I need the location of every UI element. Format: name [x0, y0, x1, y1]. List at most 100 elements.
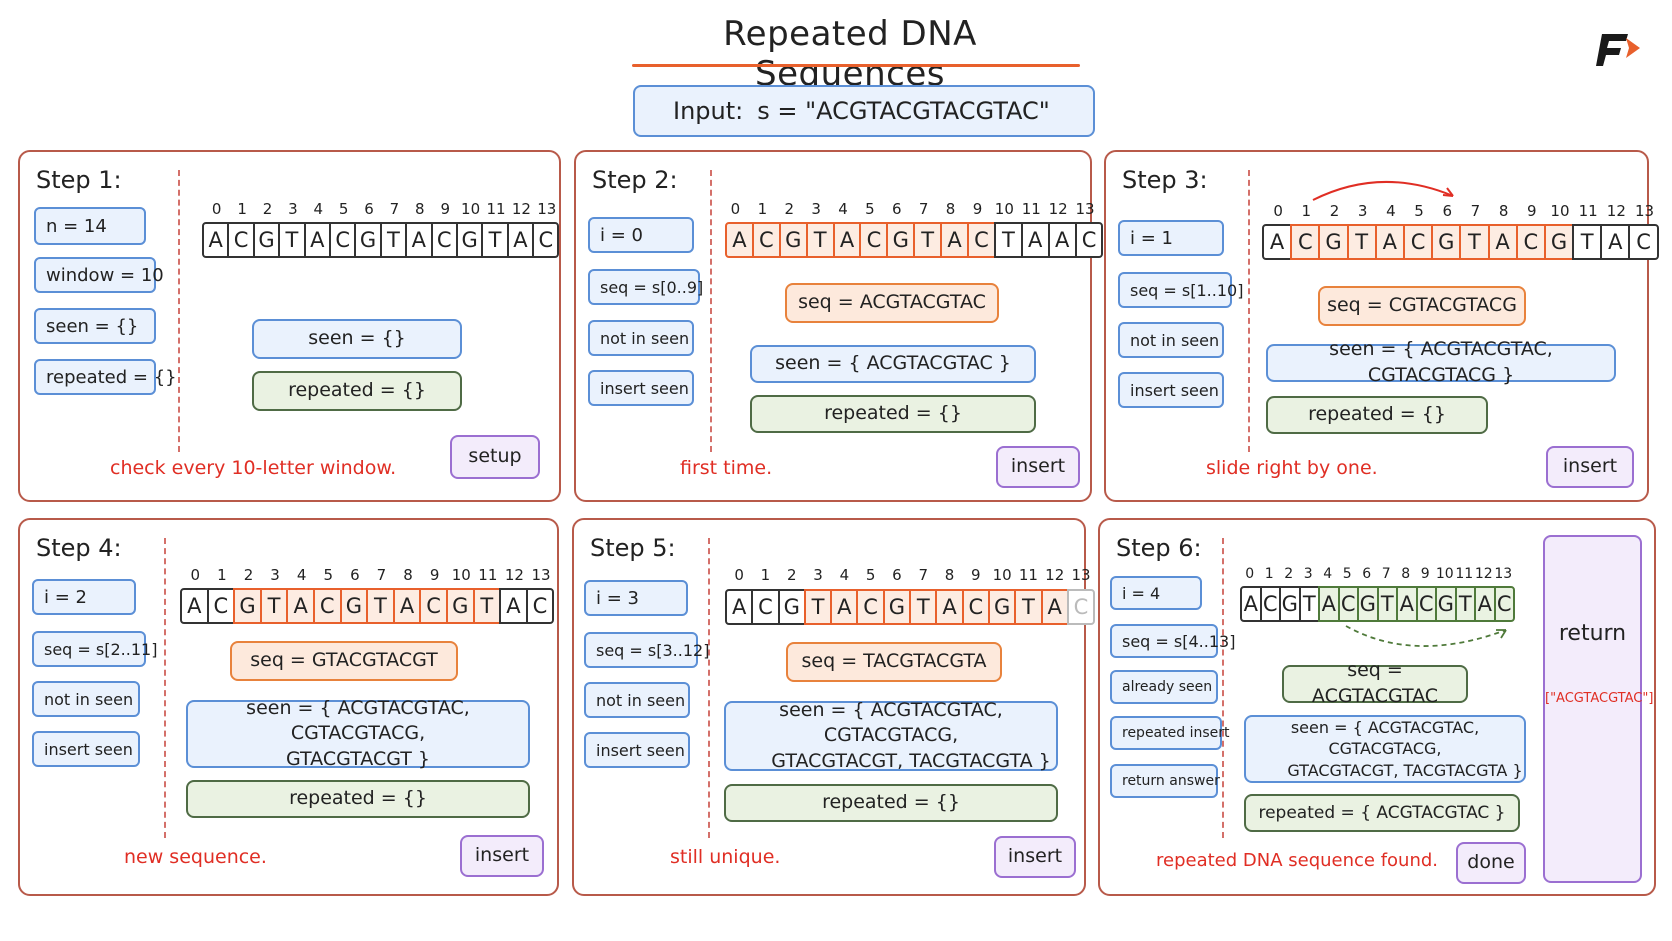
var-i: i = 4 [1110, 576, 1202, 610]
index-label: 3 [288, 200, 298, 218]
index-label: 7 [389, 200, 400, 218]
index-label: 2 [1284, 566, 1294, 582]
index-label: 8 [945, 200, 956, 218]
divider [1222, 538, 1224, 838]
dna-letter: G [1357, 586, 1379, 622]
index-label: 2 [262, 200, 273, 218]
dna-letter: T [366, 588, 395, 624]
dna-letter: A [303, 222, 331, 258]
dna-letter: A [286, 588, 315, 624]
index-label: 8 [403, 566, 413, 584]
dna-letter: G [882, 589, 912, 625]
dna-letter: G [445, 588, 475, 624]
index-label: 6 [1442, 202, 1452, 220]
seen-line-2: GTACGTACGT, TACGTACGTA } [1287, 760, 1523, 780]
input-label: Input: [673, 97, 744, 125]
index-label: 2 [1329, 202, 1340, 220]
insert-button[interactable]: insert [994, 836, 1076, 878]
index-label: 5 [323, 566, 334, 584]
return-label: return [1558, 621, 1627, 646]
dna-letter: A [725, 589, 754, 625]
index-label: 7 [1381, 566, 1391, 582]
dna-letter: T [1346, 224, 1377, 260]
index-label: 9 [971, 566, 981, 584]
index-label: 13 [1071, 566, 1091, 584]
index-label: 3 [1357, 202, 1368, 220]
step-3-panel: Step 3: i = 1 seq = s[1..10] not in seen… [1104, 150, 1659, 502]
index-label: 11 [1021, 200, 1041, 218]
setup-button[interactable]: setup [450, 435, 540, 479]
index-label: 0 [1245, 566, 1255, 582]
dna-letter: A [1487, 224, 1518, 260]
index-label: 3 [811, 200, 821, 218]
var-action: insert seen [584, 732, 690, 768]
insert-button[interactable]: insert [1546, 446, 1634, 488]
dna-letter: C [1290, 224, 1321, 260]
step-title: Step 5: [590, 534, 676, 562]
index-label: 9 [972, 200, 983, 218]
index-label: 10 [451, 566, 471, 584]
seq-box: seq = CGTACGTACG [1318, 286, 1526, 326]
seen-box: seen = { ACGTACGTAC, CGTACGTACG, GTACGTA… [1244, 715, 1526, 783]
step-title: Step 4: [36, 534, 122, 562]
var-i: i = 0 [588, 217, 694, 253]
dna-letter: C [419, 588, 448, 624]
dna-letter: G [1435, 586, 1457, 622]
index-label: 2 [784, 200, 794, 218]
step-title: Step 1: [36, 166, 122, 194]
slide-arrow-icon [1312, 180, 1454, 201]
dna-letter: C [1415, 586, 1437, 622]
index-label: 11 [486, 200, 506, 218]
index-label: 11 [1018, 566, 1038, 584]
seen-box: seen = { ACGTACGTAC, CGTACGTACG } [1266, 338, 1616, 386]
insert-button[interactable]: insert [460, 835, 544, 877]
var-n: n = 14 [34, 207, 146, 245]
index-label: 12 [504, 566, 524, 584]
dna-letter: C [328, 222, 357, 258]
dna-letter: C [532, 222, 560, 258]
dna-letter: C [1337, 586, 1359, 622]
index-label: 1 [237, 200, 247, 218]
seen-line-2: GTACGTACGT } [286, 747, 430, 770]
step-title: Step 2: [592, 166, 678, 194]
dna-letter: T [1454, 586, 1476, 622]
dna-letter: T [909, 589, 938, 625]
index-label: 10 [992, 566, 1012, 584]
var-return: return answer [1110, 764, 1220, 798]
index-label: 0 [1273, 202, 1283, 220]
seen-box: seen = {} [252, 319, 462, 359]
dna-letter: A [1600, 224, 1631, 260]
dna-letter: A [1262, 224, 1293, 260]
insert-button[interactable]: insert [996, 446, 1080, 488]
index-label: 9 [429, 566, 440, 584]
var-status: not in seen [1118, 322, 1224, 358]
step-1-panel: Step 1: n = 14 window = 10 seen = {} rep… [18, 150, 561, 502]
index-label: 11 [478, 566, 498, 584]
dna-letter: C [1074, 222, 1104, 258]
divider [710, 170, 712, 452]
index-label: 2 [786, 566, 797, 584]
dna-letter: C [856, 589, 885, 625]
dna-letter: G [886, 222, 916, 258]
step-caption: still unique. [670, 846, 781, 868]
done-button[interactable]: done [1456, 842, 1526, 884]
index-label: 1 [217, 566, 227, 584]
index-label: 13 [1494, 566, 1513, 582]
index-label: 3 [1303, 566, 1313, 582]
var-action: insert seen [1118, 372, 1224, 408]
index-label: 13 [537, 200, 557, 218]
dna-letter: A [506, 222, 535, 258]
index-label: 9 [440, 200, 450, 218]
seen-box: seen = { ACGTACGTAC, CGTACGTACG, GTACGTA… [724, 699, 1058, 772]
var-i: i = 1 [1118, 220, 1224, 256]
dna-letter: A [1047, 222, 1077, 258]
index-label: 6 [892, 200, 902, 218]
var-status: not in seen [32, 681, 140, 717]
index-label: 12 [1474, 566, 1493, 582]
